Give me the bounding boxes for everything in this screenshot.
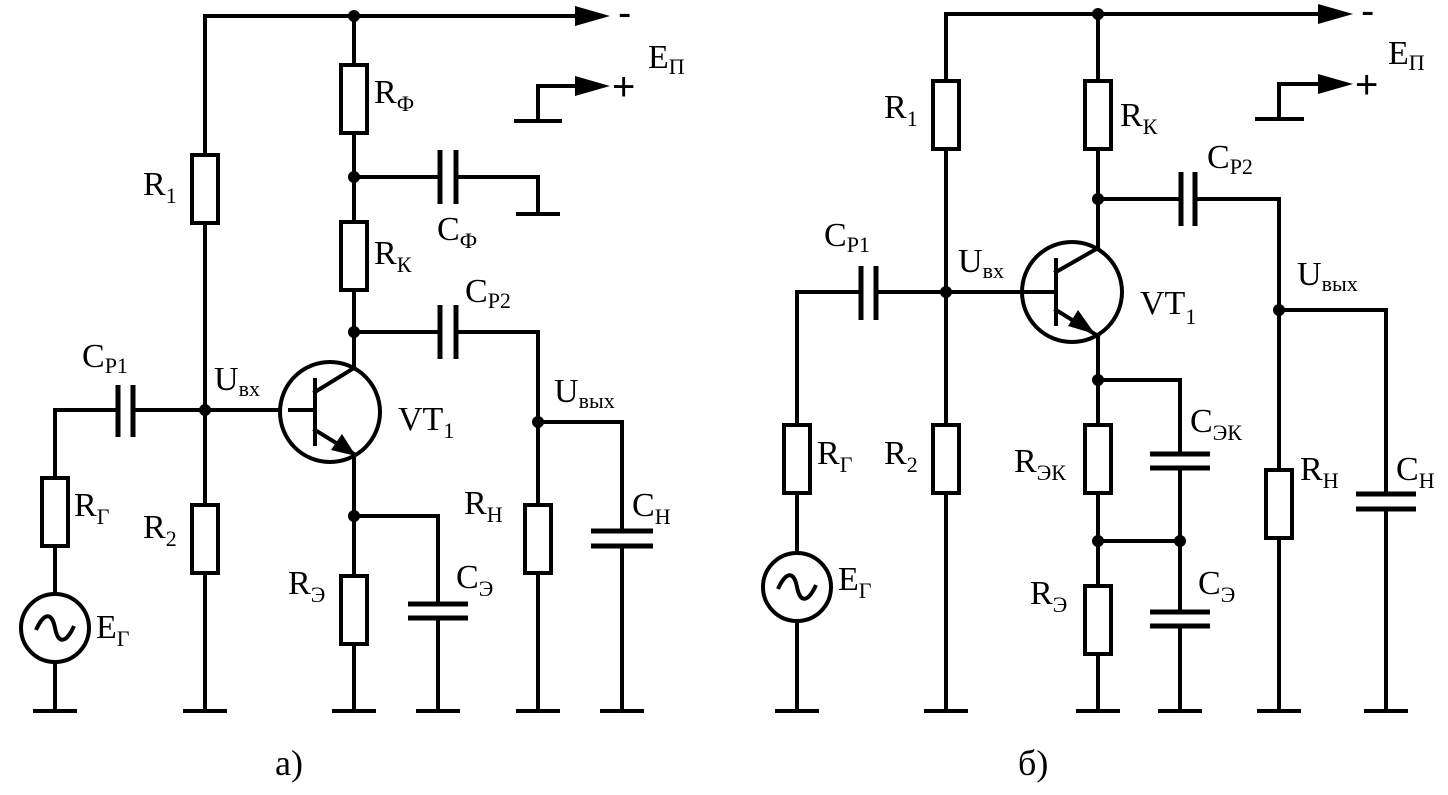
label-r1-b: R1 (884, 89, 918, 131)
schematic-b: - + EП R1 RК CP2 CP1 Uвх Uвых VT1 CЭК RГ (761, 0, 1435, 783)
label-c-p2-b: CP2 (1207, 139, 1253, 179)
label-c-n-a: CН (632, 487, 671, 529)
resistor-r-g-a (40, 476, 70, 548)
label-r-k-b: RК (1120, 97, 1158, 139)
generator-e-g-a (19, 592, 91, 664)
label-r-f-a: RФ (374, 74, 414, 116)
capacitor-c-f-a (437, 150, 459, 204)
label-r2-a: R2 (143, 509, 177, 551)
capacitor-c-n-b (1356, 491, 1416, 512)
junction-dots-b (940, 8, 1285, 547)
supply-label-a: EП (648, 39, 685, 79)
label-c-e-b: CЭ (1198, 565, 1235, 607)
label-u-out-b: Uвых (1297, 256, 1358, 296)
capacitor-c-p1-b (858, 266, 879, 320)
label-c-p2-a: CP2 (465, 273, 511, 313)
supply-minus-arrow-b (1318, 4, 1353, 24)
supply-label-b: EП (1388, 35, 1425, 75)
label-r-g-a: RГ (74, 487, 110, 529)
label-r-ek-b: RЭК (1014, 443, 1066, 485)
label-e-g-b: EГ (838, 561, 872, 603)
label-c-n-b: CН (1396, 451, 1435, 493)
label-r-e-a: RЭ (288, 565, 325, 607)
generator-e-g-b (761, 551, 833, 623)
label-c-p1-b: CP1 (824, 217, 870, 257)
resistor-r-g-b (782, 423, 812, 495)
capacitor-c-n-a (591, 528, 653, 549)
junction-dots-a (199, 10, 544, 522)
resistor-r-ek-b (1083, 423, 1113, 495)
label-r-k-a: RК (374, 235, 412, 277)
capacitor-c-e-a (408, 601, 468, 621)
capacitor-c-p2-b (1178, 172, 1198, 226)
supply-plus-arrow-b (1318, 74, 1353, 94)
label-r-e-b: RЭ (1030, 575, 1067, 617)
resistor-r-k-b (1083, 79, 1113, 151)
resistor-r-e-a (339, 574, 369, 646)
label-e-g-a: EГ (96, 609, 130, 651)
supply-plus-arrow-a (575, 76, 610, 96)
caption-a: а) (275, 743, 303, 783)
capacitor-c-e-b (1150, 609, 1210, 629)
label-vt1-a: VT1 (398, 401, 454, 443)
resistor-r2-a (190, 503, 220, 575)
supply-plus-label-b: + (1355, 63, 1378, 107)
wires-a (53, 14, 624, 712)
resistor-r-k-a (339, 220, 369, 292)
label-c-f-a: CФ (437, 211, 477, 253)
supply-minus-label-a: - (618, 0, 631, 35)
supply-minus-arrow-a (575, 6, 610, 26)
resistor-r-n-b (1264, 468, 1294, 540)
label-r-g-b: RГ (817, 435, 853, 477)
ground-symbols-a (33, 212, 644, 713)
schematic-a: - + EП RФ R1 CФ RК CP2 CP1 Uвх VT1 Uвых (19, 0, 685, 783)
capacitor-c-p1-a (115, 385, 136, 437)
label-r-n-b: RН (1300, 451, 1339, 493)
label-u-in-b: Uвх (958, 243, 1004, 283)
capacitor-c-ek-b (1150, 451, 1210, 471)
supply-minus-label-b: - (1361, 0, 1374, 33)
label-u-in-a: Uвх (214, 361, 260, 401)
resistor-r-f-a (339, 63, 369, 135)
resistor-r1-b (931, 79, 961, 151)
label-r2-b: R2 (884, 435, 918, 477)
label-c-e-a: CЭ (456, 559, 493, 601)
label-r1-a: R1 (143, 166, 177, 208)
label-r-n-a: RН (464, 485, 503, 527)
transistor-vt1-a (278, 360, 382, 464)
label-c-ek-b: CЭК (1190, 403, 1242, 445)
caption-b: б) (1018, 743, 1048, 783)
label-u-out-a: Uвых (554, 373, 615, 413)
resistor-r-e-b (1083, 584, 1113, 656)
capacitor-c-p2-a (437, 305, 459, 359)
label-c-p1-a: CP1 (82, 338, 128, 378)
resistor-r-n-a (523, 503, 553, 575)
resistor-r2-b (931, 423, 961, 495)
label-vt1-b: VT1 (1140, 285, 1196, 329)
resistor-r1-a (190, 153, 220, 225)
transistor-vt1-b (1020, 240, 1124, 344)
supply-plus-label-a: + (612, 65, 635, 109)
